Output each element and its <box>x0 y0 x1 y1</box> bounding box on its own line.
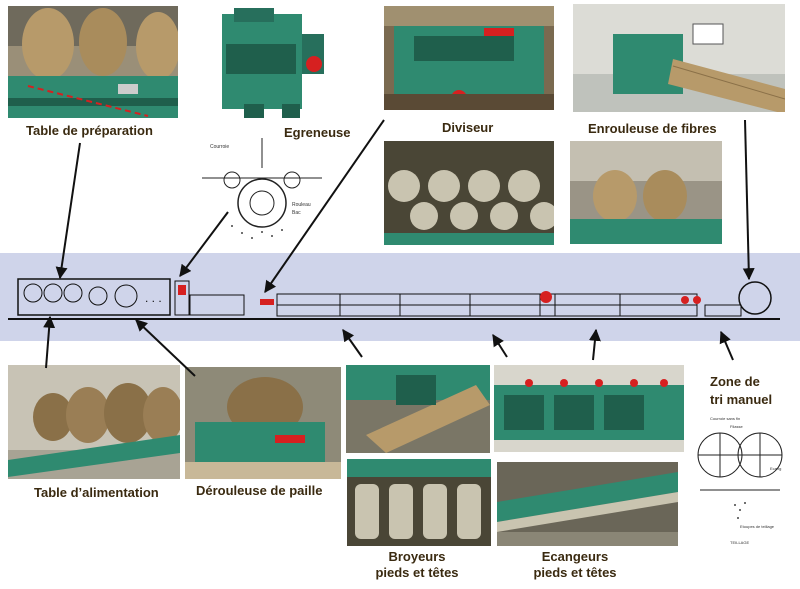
photo-egreneuse <box>204 4 334 122</box>
sketch-tri-label-c: Ecang <box>770 466 781 471</box>
sketch-egreneuse: Courroie Rouleau Bac <box>192 128 332 244</box>
sketch-tri-label-d: Etoupes de teillage <box>740 524 775 529</box>
photo-enrouleuse <box>573 4 785 112</box>
arrow-table-alimentation <box>43 315 56 369</box>
label-table-preparation: Table de préparation <box>26 123 153 138</box>
sketch-tri-label-b: Filasse <box>730 424 743 429</box>
label-ecangeurs: Ecangeurs pieds et têtes <box>520 549 630 581</box>
photo-diviseur <box>384 6 554 110</box>
arrow-derouleuse <box>135 319 196 377</box>
sketch-tri-label-a: Courroie sans fin <box>710 416 740 421</box>
ellipsis-mark: . . . <box>145 291 162 305</box>
arrow-enrouleuse <box>742 119 755 281</box>
sketch-tri-label-e: TEILLAGE <box>730 540 749 545</box>
arrow-diviseur <box>264 119 385 293</box>
label-table-alimentation: Table d’alimentation <box>34 485 159 500</box>
photo-diviseur-rollers <box>384 141 554 245</box>
sketch-tri-manuel: Courroie sans fin Filasse Ecang Etoupes … <box>690 410 790 550</box>
photo-ecangeurs-top <box>494 365 684 452</box>
photo-ecangeurs <box>497 462 678 546</box>
label-broyeurs: Broyeurs pieds et têtes <box>362 549 472 581</box>
arrow-ecangeurs-a <box>492 333 508 358</box>
photo-table-alimentation <box>8 365 180 479</box>
arrow-table-preparation <box>55 142 81 280</box>
label-diviseur: Diviseur <box>442 120 494 135</box>
arrow-tri-manuel <box>719 330 734 361</box>
label-derouleuse: Dérouleuse de paille <box>196 483 323 498</box>
photo-rolls <box>570 141 722 244</box>
arrow-egreneuse <box>179 211 229 277</box>
label-broyeurs-line2: pieds et têtes <box>375 565 459 580</box>
label-broyeurs-line1: Broyeurs <box>388 549 446 564</box>
sketch-egreneuse-label-a: Courroie <box>210 144 229 150</box>
label-egreneuse: Egreneuse <box>284 125 351 140</box>
label-zone-line1: Zone de <box>710 374 760 389</box>
arrow-ecangeurs-b <box>588 328 601 361</box>
label-ecangeurs-line1: Ecangeurs <box>541 549 609 564</box>
photo-derouleuse <box>185 367 341 479</box>
sketch-egreneuse-label-c: Bac <box>292 210 301 216</box>
photo-broyeurs <box>347 459 491 546</box>
label-zone-tri: Zone de tri manuel <box>710 373 772 409</box>
label-zone-line2: tri manuel <box>710 392 773 407</box>
photo-broyeurs-top <box>346 365 490 453</box>
label-ecangeurs-line2: pieds et têtes <box>533 565 617 580</box>
photo-table-preparation <box>8 6 178 118</box>
arrow-broyeurs <box>342 329 363 358</box>
sketch-egreneuse-label-b: Rouleau <box>292 202 311 208</box>
label-enrouleuse: Enrouleuse de fibres <box>588 121 717 136</box>
